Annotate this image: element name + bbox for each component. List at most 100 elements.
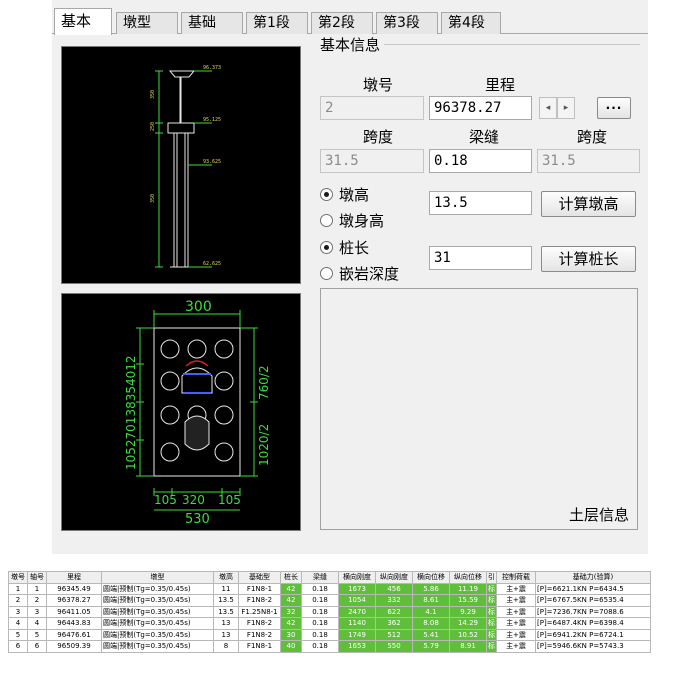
radio-pier-height-label: 墩高 [339,186,370,204]
tab-basic[interactable]: 基本 [54,8,112,35]
pier-results-table: 墩号轴号里程墩型墩高基础型桩长梁缝横向刚度纵向刚度横向位移纵向位移引控制荷载基础… [8,571,651,653]
table-cell: [P]=6941.2KN P=6724.1 [535,628,651,641]
table-cell: 圆端|预制(Tg=0.35/0.45s) [101,628,214,641]
table-cell: 96411.05 [46,605,102,618]
table-cell: 332 [375,594,413,607]
table-cell: 主+震 [496,617,536,630]
table-cell: 0.18 [301,605,339,618]
table-cell: 5.86 [412,582,450,595]
span-right-field[interactable]: 31.5 [537,149,640,173]
table-header-cell[interactable]: 墩高 [213,571,239,584]
table-cell: 主+震 [496,594,536,607]
radio-pile-length-label: 桩长 [339,239,370,257]
table-cell: [P]=5946.6KN P=5743.3 [535,640,651,653]
table-header-cell[interactable]: 控制荷载 [496,571,536,584]
table-cell: 标 [486,605,497,618]
pier-elevation-drawing: 96.373 95.125 93.625 62.625 350 250 350 [61,46,301,284]
tab-foundation[interactable]: 基础 [181,12,243,34]
table-cell: 1140 [338,617,376,630]
calc-pier-height-button[interactable]: 计算墩高 [541,191,636,217]
table-cell: F1N8-2 [238,617,281,630]
soil-info-label: 土层信息 [568,506,629,524]
table-cell: F1.25N8-1 [238,605,281,618]
table-header-cell[interactable]: 引 [486,571,497,584]
table-cell: 1749 [338,628,376,641]
radio-pier-height[interactable]: 墩高 [320,184,369,205]
tab-segment-3[interactable]: 第3段 [376,12,438,34]
radio-pile-length-indicator [320,241,333,254]
radio-rock-depth-indicator [320,267,333,280]
table-cell: 圆端|预制(Tg=0.35/0.45s) [101,594,214,607]
table-cell: F1N8-2 [238,594,281,607]
pier-no-field[interactable]: 2 [320,96,424,120]
radio-pile-length[interactable]: 桩长 [320,237,369,258]
table-cell: 标 [486,594,497,607]
elevation-label-4: 62.625 [203,261,221,267]
table-cell: 2 [8,594,28,607]
pile-cap-outline [153,327,241,477]
tab-bar: 基本 墩型 基础 第1段 第2段 第3段 第4段 [52,8,648,35]
elevation-label-2: 95.125 [203,117,221,123]
radio-rock-depth[interactable]: 嵌岩深度 [320,263,399,284]
table-cell: 5 [27,628,47,641]
prev-pier-button[interactable]: ◂ [539,97,557,119]
table-cell: 2470 [338,605,376,618]
basic-info-group: 基本信息 [320,34,640,284]
table-cell: 主+震 [496,605,536,618]
table-cell: 圆端|预制(Tg=0.35/0.45s) [101,605,214,618]
radio-pier-body-height[interactable]: 墩身高 [320,210,384,231]
table-cell: 圆端|预制(Tg=0.35/0.45s) [101,640,214,653]
tab-segment-1[interactable]: 第1段 [246,12,308,34]
table-cell: 标 [486,628,497,641]
table-cell: 8.61 [412,594,450,607]
table-cell: 40 [280,640,302,653]
table-cell: 96378.27 [46,594,102,607]
calc-pile-length-button[interactable]: 计算桩长 [541,246,636,272]
plan-right-dim-1: 760/2 [257,365,271,400]
table-header-cell[interactable]: 纵向刚度 [375,571,413,584]
table-header-cell[interactable]: 纵向位移 [449,571,487,584]
table-cell: 512 [375,628,413,641]
tab-segment-4[interactable]: 第4段 [441,12,501,34]
table-header-cell[interactable]: 轴号 [27,571,47,584]
pier-height-field[interactable]: 13.5 [429,191,532,215]
table-cell: 13.5 [213,594,239,607]
tab-segment-2[interactable]: 第2段 [311,12,373,34]
table-cell: 42 [280,617,302,630]
radio-pier-height-indicator [320,188,333,201]
tab-pier-type[interactable]: 墩型 [116,12,178,34]
pile-length-field[interactable]: 31 [429,246,532,270]
dim-label-3: 350 [150,194,156,203]
plan-right-dim-2: 1020/2 [257,424,271,466]
table-header-cell[interactable]: 横向刚度 [338,571,376,584]
gap-label: 梁缝 [468,128,499,146]
table-header-cell[interactable]: 梁缝 [301,571,339,584]
elevation-label-3: 93.625 [203,159,221,165]
table-header-cell[interactable]: 墩号 [8,571,28,584]
table-header-cell[interactable]: 基础力(验算) [535,571,651,584]
pier-settings-dialog: 基本 墩型 基础 第1段 第2段 第3段 第4段 [52,0,648,554]
table-header-row: 墩号轴号里程墩型墩高基础型桩长梁缝横向刚度纵向刚度横向位移纵向位移引控制荷载基础… [8,571,651,584]
foundation-plan-drawing: 300 105270138354012 760/2 1020/2 105 320… [61,293,301,531]
table-cell: 4.1 [412,605,450,618]
pier-no-label: 墩号 [362,76,393,94]
next-pier-button[interactable]: ▸ [557,97,575,119]
soil-info-panel[interactable]: 土层信息 [320,288,638,530]
table-header-cell[interactable]: 基础型 [238,571,281,584]
table-cell: 456 [375,582,413,595]
gap-field[interactable]: 0.18 [429,149,532,173]
more-options-button[interactable]: ... [597,97,631,119]
table-cell: 8.08 [412,617,450,630]
table-header-cell[interactable]: 里程 [46,571,102,584]
mileage-field[interactable]: 96378.27 [429,96,532,120]
table-header-cell[interactable]: 桩长 [280,571,302,584]
table-header-cell[interactable]: 横向位移 [412,571,450,584]
span-left-field[interactable]: 31.5 [320,149,424,173]
table-header-cell[interactable]: 墩型 [101,571,214,584]
